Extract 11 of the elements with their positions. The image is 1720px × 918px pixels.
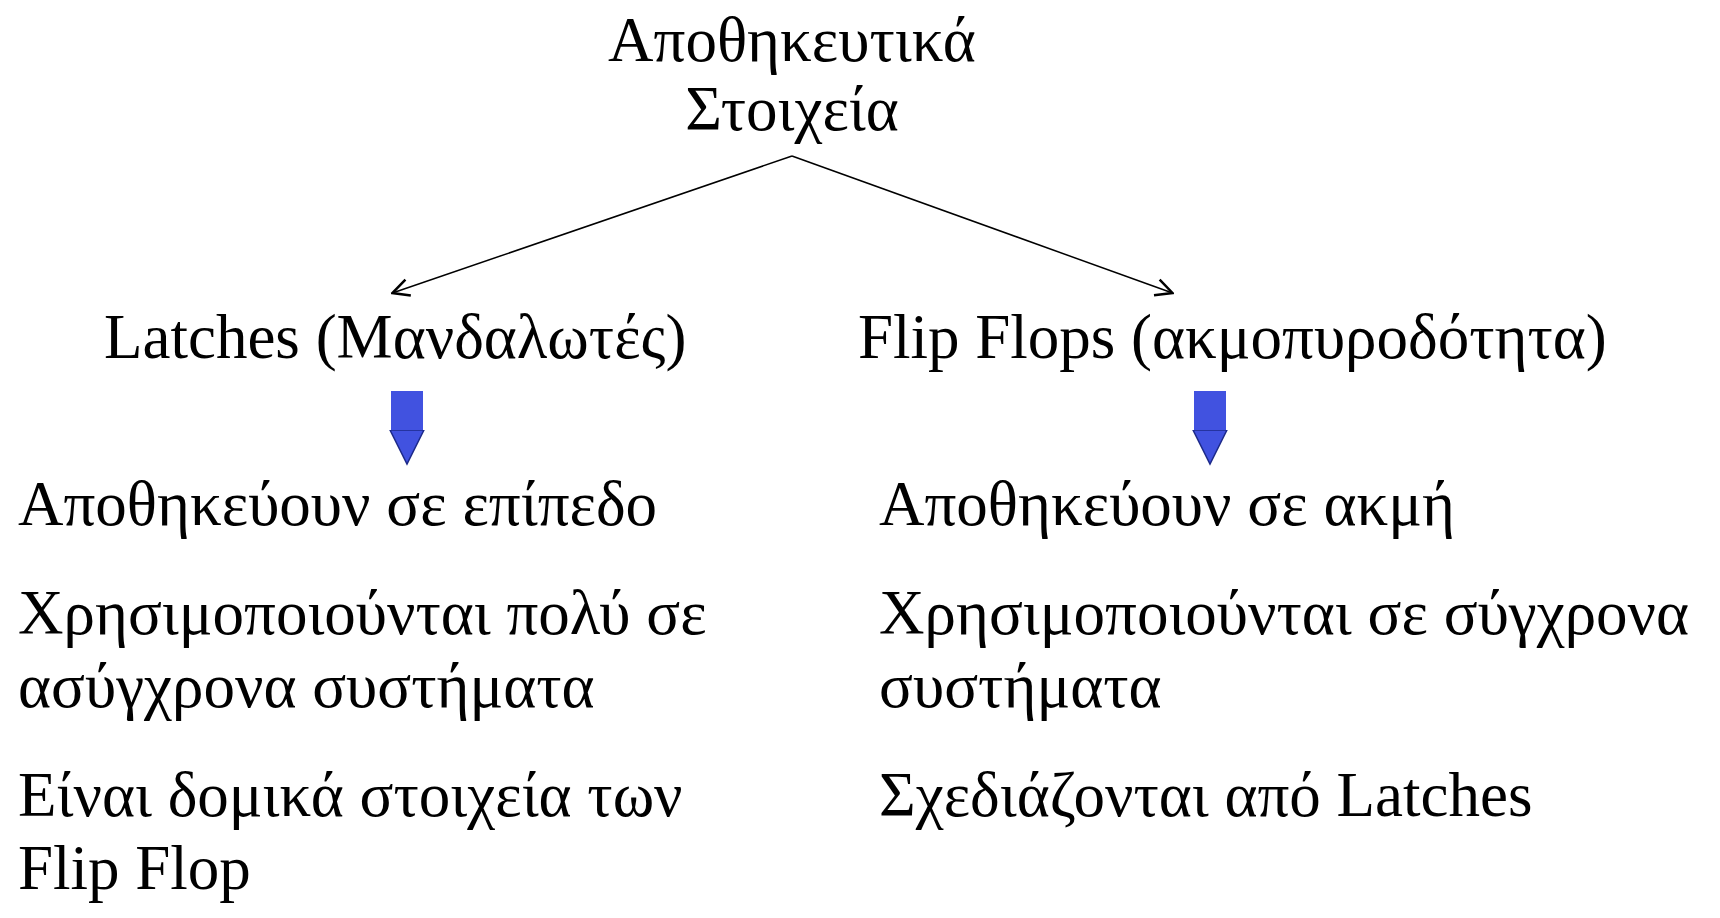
statement-text: Σχεδιάζονται από Latches: [879, 759, 1534, 832]
block-arrow: [389, 391, 425, 465]
statement-text: Είναι δομικά στοιχεία των Flip Flop: [18, 759, 684, 905]
statement-text: Χρησιμοποιούνται πολύ σε ασύγχρονα συστήματα: [18, 577, 708, 723]
arrow: [391, 155, 793, 297]
statement-text: Αποθηκεύουν σε ακμή: [879, 468, 1456, 541]
block-arrow: [1192, 391, 1228, 465]
statement-text: Χρησιμοποιούνται σε σύγχρονα συστήματα: [879, 577, 1691, 723]
heading-text: Αποθηκευτικά Στοιχεία: [592, 6, 992, 144]
arrow: [791, 155, 1174, 297]
statement-text: Αποθηκεύουν σε επίπεδο: [18, 468, 659, 541]
